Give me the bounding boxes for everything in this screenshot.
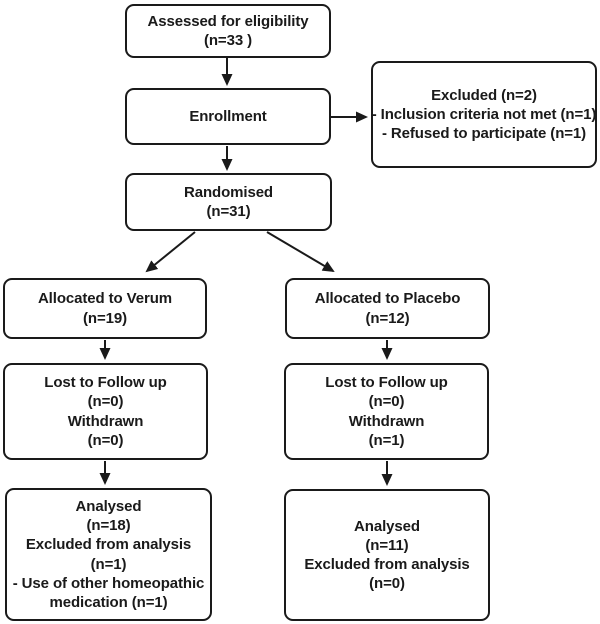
node-line: medication (n=1) bbox=[49, 593, 168, 611]
node-line: Excluded from analysis bbox=[304, 556, 470, 573]
node-line: (n=0) bbox=[87, 393, 124, 411]
node-analysed-placebo: Analysed (n=11) Excluded from analysis (… bbox=[284, 489, 490, 621]
node-line: (n=1) bbox=[368, 431, 405, 449]
node-randomised: Randomised (n=31) bbox=[125, 173, 332, 231]
node-line: Analysed bbox=[354, 517, 420, 535]
node-line: (n=12) bbox=[365, 309, 410, 327]
arrow-randomised-to-verum bbox=[145, 231, 196, 273]
node-lost-followup-verum: Lost to Follow up (n=0) Withdrawn (n=0) bbox=[3, 363, 208, 460]
node-line: (n=0) bbox=[369, 575, 405, 593]
node-line: Assessed for eligibility bbox=[147, 12, 309, 30]
node-line: Allocated to Placebo bbox=[314, 290, 461, 308]
arrow-randomised-to-placebo bbox=[266, 231, 335, 273]
node-line: Lost to Follow up bbox=[325, 374, 448, 392]
node-line: (n=0) bbox=[87, 431, 124, 449]
node-line: (n=1) bbox=[90, 555, 127, 573]
node-line: (n=0) bbox=[368, 393, 405, 411]
node-line: Lost to Follow up bbox=[44, 374, 167, 392]
node-allocated-verum: Allocated to Verum (n=19) bbox=[3, 278, 207, 339]
node-line: Excluded (n=2) bbox=[431, 86, 537, 104]
node-assessed-for-eligibility: Assessed for eligibility (n=33 ) bbox=[125, 4, 331, 58]
node-line: Withdrawn bbox=[348, 412, 425, 430]
node-allocated-placebo: Allocated to Placebo (n=12) bbox=[285, 278, 490, 339]
node-excluded: Excluded (n=2) - Inclusion criteria not … bbox=[371, 61, 597, 168]
node-line: Analysed bbox=[75, 497, 142, 515]
node-line: - Inclusion criteria not met (n=1) bbox=[371, 105, 597, 123]
node-line: Enrollment bbox=[189, 107, 267, 125]
node-line: Excluded from analysis bbox=[25, 536, 192, 554]
node-line: (n=19) bbox=[83, 309, 127, 327]
node-analysed-verum: Analysed (n=18) Excluded from analysis (… bbox=[5, 488, 212, 621]
node-line: - Refused to participate (n=1) bbox=[381, 125, 587, 143]
node-lost-followup-placebo: Lost to Follow up (n=0) Withdrawn (n=1) bbox=[284, 363, 489, 460]
node-line: - Use of other homeopathic bbox=[12, 574, 205, 592]
node-line: (n=33 ) bbox=[203, 32, 253, 49]
node-enrollment: Enrollment bbox=[125, 88, 331, 145]
node-line: (n=31) bbox=[206, 203, 251, 220]
node-line: (n=18) bbox=[86, 517, 131, 535]
node-line: (n=11) bbox=[365, 536, 409, 554]
node-line: Randomised bbox=[183, 183, 273, 201]
node-line: Withdrawn bbox=[67, 412, 144, 430]
node-line: Allocated to Verum bbox=[37, 290, 173, 308]
